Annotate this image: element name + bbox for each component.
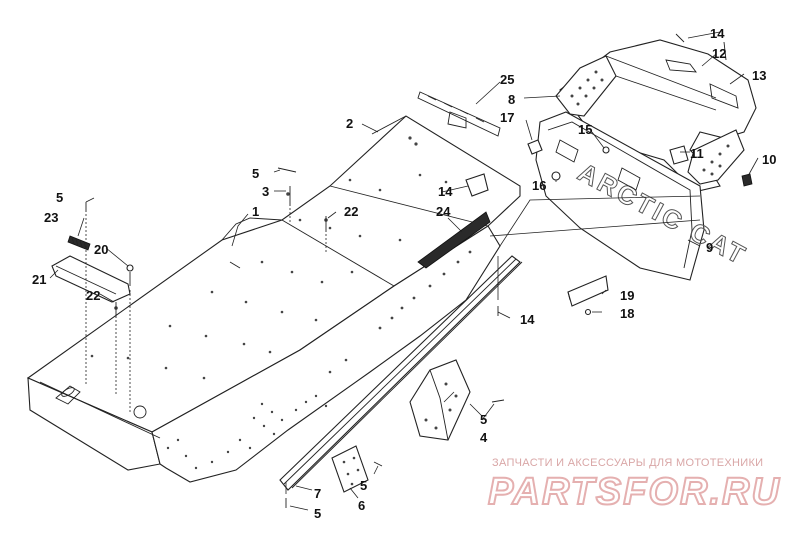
assembly-guides	[285, 195, 701, 494]
screw-part-5-d	[373, 461, 383, 467]
callout-5c: 5	[480, 412, 487, 427]
decal-part-24	[417, 211, 491, 269]
callout-5a: 5	[56, 190, 63, 205]
callout-19: 19	[620, 288, 634, 303]
callout-5b: 5	[252, 166, 259, 181]
callout-8: 8	[508, 92, 515, 107]
spring-part-23	[67, 235, 91, 251]
callout-14a: 14	[710, 26, 725, 41]
callout-5d: 5	[360, 478, 367, 493]
screw-part-5-c	[491, 399, 505, 403]
callout-16: 16	[532, 178, 546, 193]
screw-part-14-mid	[723, 41, 727, 61]
top-panel-part-2	[371, 115, 407, 135]
bumper-grip-holes	[570, 70, 730, 176]
callout-7: 7	[314, 486, 321, 501]
runner-part-7	[279, 255, 523, 491]
callout-17: 17	[500, 110, 514, 125]
callout-11: 11	[690, 146, 704, 161]
hardware	[85, 33, 753, 508]
knob-part-20	[126, 264, 134, 272]
callout-4: 4	[480, 430, 488, 445]
nut-part-16	[551, 171, 561, 181]
callout-6: 6	[358, 498, 365, 513]
tunnel-side-holes	[166, 250, 472, 470]
callout-14c: 14	[520, 312, 535, 327]
callout-13: 13	[752, 68, 766, 83]
callout-22b: 22	[86, 288, 100, 303]
callout-2: 2	[346, 116, 353, 131]
callout-25: 25	[500, 72, 514, 87]
left-subassembly	[51, 214, 134, 412]
callout-12: 12	[712, 46, 726, 61]
clip-part-11	[669, 145, 689, 165]
screw-part-18	[584, 308, 592, 316]
bar-part-19	[567, 275, 609, 307]
nut-part-10	[741, 173, 753, 187]
screw-part-5-b	[277, 167, 297, 173]
callout-10: 10	[762, 152, 776, 167]
watermark-brand: PARTSFOR.RU	[488, 471, 781, 513]
callout-24: 24	[436, 204, 451, 219]
bracket-part-4	[409, 359, 471, 441]
callout-9: 9	[706, 240, 713, 255]
callout-22a: 22	[344, 204, 358, 219]
watermark-tagline: ЗАПЧАСТИ И АКСЕССУАРЫ ДЛЯ МОТОТЕХНИКИ	[492, 457, 763, 469]
callout-5e: 5	[314, 506, 321, 521]
callout-14b: 14	[438, 184, 453, 199]
leader-lines	[49, 31, 759, 511]
callout-1: 1	[252, 204, 259, 219]
watermark: ЗАПЧАСТИ И АКСЕССУАРЫ ДЛЯ МОТОТЕХНИКИ PA…	[487, 457, 781, 514]
callout-3: 3	[262, 184, 269, 199]
rivet-part-15	[602, 146, 610, 154]
callout-18: 18	[620, 306, 634, 321]
callout-23: 23	[44, 210, 58, 225]
callout-21: 21	[32, 272, 46, 287]
screw-part-14-top	[675, 33, 685, 43]
decal-part-25	[417, 91, 501, 137]
callout-labels: 1 2 3 4 5 5 5 5 5 6 7 8 9 10 11 12 13 14…	[32, 26, 776, 521]
callout-15: 15	[578, 122, 592, 137]
nut-part-17	[527, 139, 543, 155]
plate-part-6	[331, 445, 369, 493]
tunnel-part-1	[26, 115, 521, 483]
bracket-part-14	[465, 173, 489, 197]
tunnel-holes	[90, 136, 448, 380]
callout-20: 20	[94, 242, 108, 257]
